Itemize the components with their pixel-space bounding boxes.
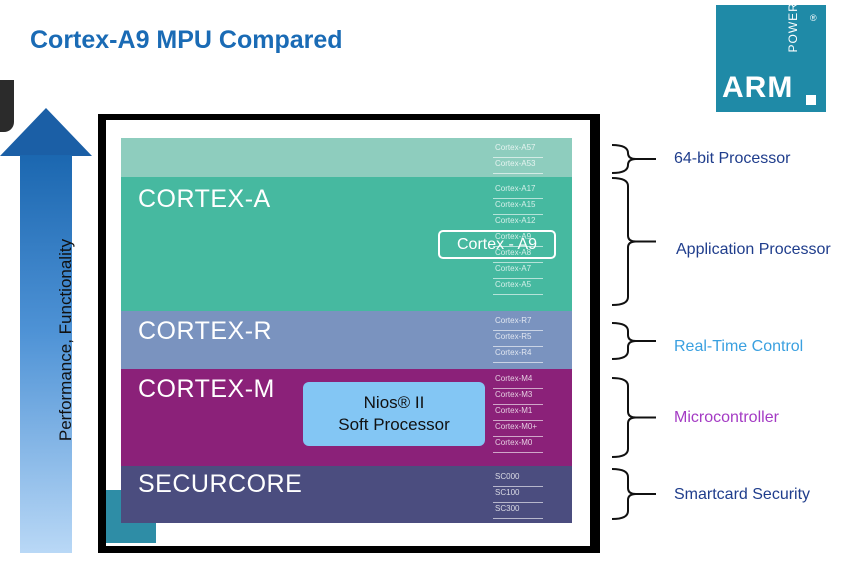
arm-logo: ® POWERED ARM [716,0,826,112]
core-item: Cortex-R4 [493,347,543,363]
core-item: Cortex-A53 [493,158,543,174]
core-item: SC100 [493,487,543,503]
nios-subtitle: Soft Processor [338,415,450,434]
brace-3 [611,377,637,458]
core-item: Cortex-R5 [493,331,543,347]
nios-callout: Nios® II Soft Processor [303,382,485,446]
core-item: Cortex-A57 [493,142,543,158]
brace-1 [611,177,637,306]
performance-arrow [20,155,72,553]
core-item: Cortex-A15 [493,199,543,215]
axis-label: Performance, Functionality [56,238,75,442]
brace-4 [611,468,637,520]
nios-title: Nios® II [363,393,425,412]
cortex-a9-callout: Cortex - A9 [438,230,556,259]
core-item: Cortex-R7 [493,315,543,331]
core-item: Cortex-A9 [493,231,543,247]
category-label: Real-Time Control [674,338,804,355]
core-item: Cortex-M0+ [493,421,543,437]
core-item: Cortex-M0 [493,437,543,453]
core-item: Cortex-M3 [493,389,543,405]
core-item: Cortex-A8 [493,247,543,263]
page-title: Cortex-A9 MPU Compared [30,26,343,54]
core-item: Cortex-M1 [493,405,543,421]
category-label: Microcontroller [674,409,779,426]
core-item: Cortex-A5 [493,279,543,295]
core-item: SC000 [493,471,543,487]
brace-2 [611,322,637,360]
core-item: Cortex-M4 [493,373,543,389]
core-item: SC300 [493,503,543,519]
arrow-up-icon [0,108,92,156]
category-label: Smartcard Security [674,486,811,503]
core-item: Cortex-A7 [493,263,543,279]
brace-0 [611,144,637,174]
core-item: Cortex-A17 [493,183,543,199]
core-item: Cortex-A12 [493,215,543,231]
band-name: SECURCORE [138,470,303,498]
band-name: CORTEX-R [138,317,273,345]
logo-text: ARM [722,71,794,104]
category-label: Application Processor [676,241,831,258]
registered-mark: ® [810,13,817,23]
logo-tagline: POWERED [786,0,800,53]
band-name: CORTEX-A [138,185,271,213]
logo-dot [806,95,816,105]
category-label: 64-bit Processor [674,150,791,167]
band-name: CORTEX-M [138,375,275,403]
